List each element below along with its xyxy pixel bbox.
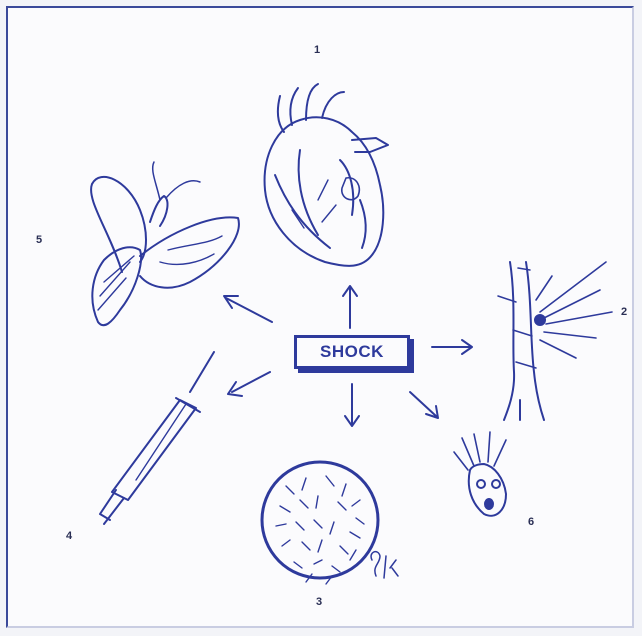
arrow-to-culture bbox=[345, 384, 359, 426]
frightened-face-icon bbox=[454, 432, 506, 516]
syringe-icon bbox=[100, 352, 214, 524]
item-number-6: 6 bbox=[528, 516, 534, 528]
item-number-2: 2 bbox=[621, 306, 627, 318]
shock-center-box: SHOCK bbox=[294, 335, 410, 369]
heart-icon bbox=[265, 84, 388, 266]
arrow-to-face bbox=[410, 392, 438, 418]
ruptured-blood-vessel-icon bbox=[498, 262, 612, 420]
bee-insect-icon bbox=[91, 162, 239, 325]
arrow-to-heart bbox=[343, 286, 357, 328]
shock-label: SHOCK bbox=[320, 342, 384, 362]
item-number-4: 4 bbox=[66, 530, 72, 542]
arrow-to-vessel bbox=[432, 340, 472, 354]
bacteria-culture-icon bbox=[262, 462, 398, 584]
arrow-to-bee bbox=[224, 296, 272, 322]
item-number-1: 1 bbox=[314, 44, 320, 56]
arrow-to-syringe bbox=[228, 372, 270, 396]
item-number-3: 3 bbox=[316, 596, 322, 608]
item-number-5: 5 bbox=[36, 234, 42, 246]
